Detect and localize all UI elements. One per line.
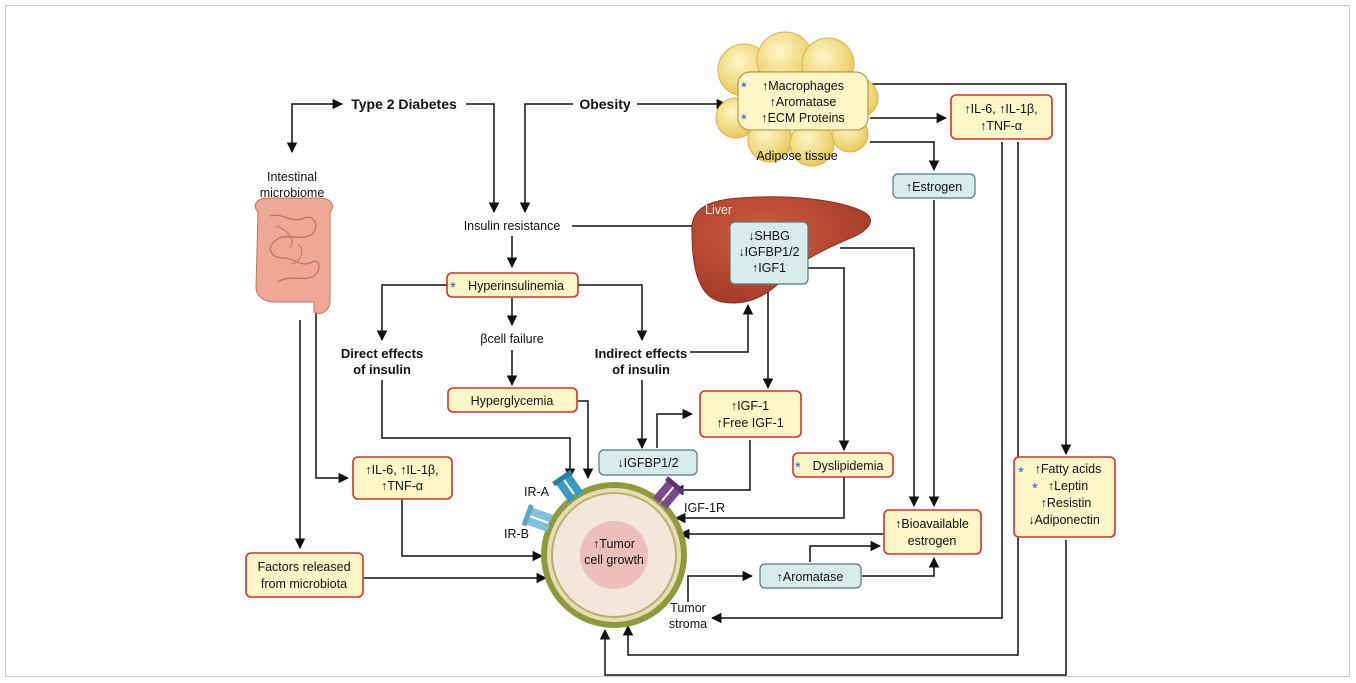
tumor-stroma-label-1: Tumor xyxy=(670,601,706,615)
cytokines-top-label-1: ↑IL-6, ↑IL-1β, xyxy=(964,102,1037,116)
ir-b-label: IR-B xyxy=(504,527,529,541)
hyperinsulinemia-box xyxy=(446,272,579,298)
microbiota-factors-label-2: from microbiota xyxy=(261,577,347,591)
igf1-label-2: ↑Free IGF-1 xyxy=(716,416,783,430)
leptin-label: ↑Leptin xyxy=(1048,479,1088,493)
asterisk-icon: * xyxy=(741,111,747,128)
igf1-label-1: ↑IGF-1 xyxy=(731,399,769,413)
dyslipidemia-label: Dyslipidemia xyxy=(813,459,884,473)
adipose-tissue-label: Adipose tissue xyxy=(756,149,837,163)
asterisk-icon: * xyxy=(450,279,456,296)
hyperglycemia-label: Hyperglycemia xyxy=(471,394,554,408)
igfbp-box xyxy=(598,449,698,476)
igf-1r-label: IGF-1R xyxy=(684,501,725,515)
hyperinsulinemia-label: Hyperinsulinemia xyxy=(468,279,564,293)
ir-a-receptor-icon xyxy=(552,469,584,503)
ir-a-label: IR-A xyxy=(524,485,550,499)
bioavailable-estrogen-box xyxy=(883,509,982,555)
direct-effects-label-2: of insulin xyxy=(353,362,411,377)
obesity-node: Obesity xyxy=(579,96,631,112)
liver-label: Liver xyxy=(705,203,732,217)
liver-factors-box xyxy=(729,221,809,285)
adipose-aromatase: ↑Aromatase xyxy=(770,95,837,109)
asterisk-icon: * xyxy=(795,459,801,476)
adipokines-box xyxy=(1013,456,1116,538)
beta-cell-failure-node: βcell failure xyxy=(480,332,544,346)
aromatase-box xyxy=(759,563,862,589)
tumor-cell xyxy=(541,482,687,628)
ir-b-receptor-icon xyxy=(521,504,553,532)
estrogen-box xyxy=(892,173,976,199)
adiponectin-label: ↓Adiponectin xyxy=(1028,513,1100,527)
indirect-effects-label-2: of insulin xyxy=(612,362,670,377)
asterisk-icon: * xyxy=(1032,480,1038,497)
adipose-macrophages: ↑Macrophages xyxy=(762,79,844,93)
fatty-acids-label: ↑Fatty acids xyxy=(1035,462,1102,476)
adipose-tissue-illustration xyxy=(715,31,879,167)
tumor-label-1: ↑Tumor xyxy=(593,537,635,551)
resistin-label: ↑Resistin xyxy=(1041,496,1092,510)
cytokines-left-label-2: ↑TNF-α xyxy=(381,479,423,493)
intestinal-microbiome-label-1: Intestinal xyxy=(267,170,317,184)
direct-effects-label-1: Direct effects xyxy=(341,346,423,361)
intestine-illustration xyxy=(254,197,334,314)
igfbp-label: ↓IGFBP1/2 xyxy=(617,456,678,470)
bioavailable-estrogen-label-1: ↑Bioavailable xyxy=(895,517,969,531)
liver-igfbp: ↓IGFBP1/2 xyxy=(738,245,799,259)
asterisk-icon: * xyxy=(741,79,747,96)
asterisk-icon: * xyxy=(1018,464,1024,481)
igf1-box xyxy=(699,390,802,438)
bioavailable-estrogen-label-2: estrogen xyxy=(908,534,957,548)
insulin-resistance-node: Insulin resistance xyxy=(464,219,561,233)
tumor-label-2: cell growth xyxy=(584,553,644,567)
intestinal-microbiome-label-2: microbiome xyxy=(260,186,325,200)
cytokines-top-box xyxy=(950,94,1053,140)
tumor-stroma-label-2: stroma xyxy=(669,617,707,631)
figure-frame xyxy=(5,5,1350,677)
aromatase-label: ↑Aromatase xyxy=(777,570,844,584)
cytokines-top-label-2: ↑TNF-α xyxy=(980,119,1022,133)
microbiota-factors-box xyxy=(245,552,364,598)
liver-igf1: ↑IGF1 xyxy=(752,261,786,275)
dyslipidemia-box xyxy=(792,452,894,478)
igf-1r-receptor-icon xyxy=(652,476,685,509)
estrogen-label: ↑Estrogen xyxy=(906,180,962,194)
indirect-effects-label-1: Indirect effects xyxy=(595,346,687,361)
cytokines-left-box xyxy=(352,456,453,500)
microbiota-factors-label-1: Factors released xyxy=(257,560,350,574)
hyperglycemia-box xyxy=(447,387,578,413)
adipose-ecm: ↑ECM Proteins xyxy=(761,111,844,125)
cytokines-left-label-1: ↑IL-6, ↑IL-1β, xyxy=(365,463,438,477)
type2-diabetes-node: Type 2 Diabetes xyxy=(351,96,457,112)
liver-shbg: ↓SHBG xyxy=(748,229,790,243)
